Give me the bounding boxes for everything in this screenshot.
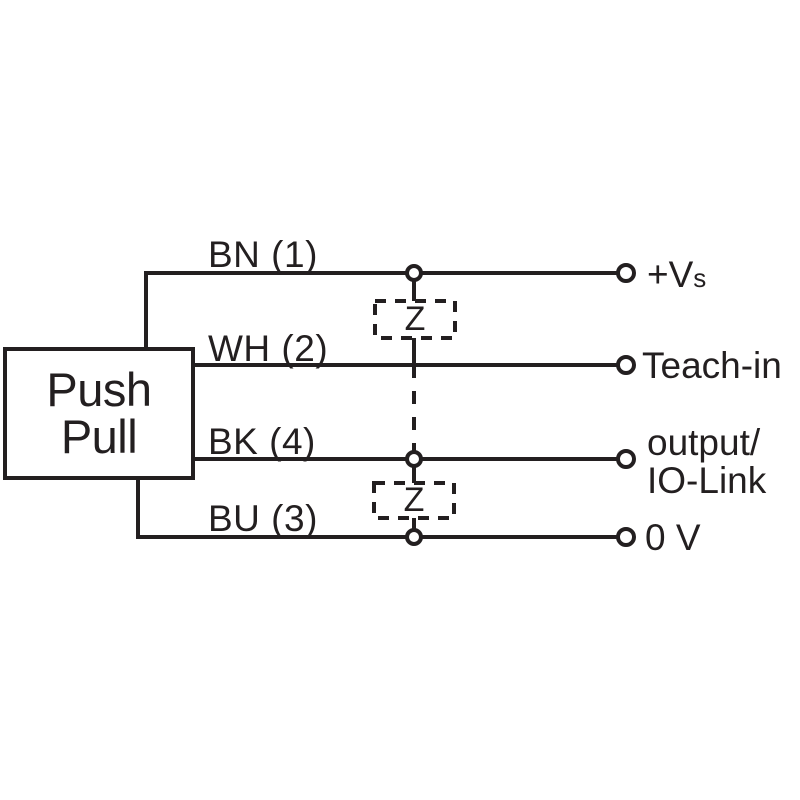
terminal-label-output-io-link: output/ IO-Link xyxy=(647,424,766,499)
terminal-node-output-io-link xyxy=(616,449,636,469)
terminal-label-plus-vs-subscript: s xyxy=(693,263,707,293)
junction-node-bu xyxy=(405,528,423,546)
wire-label-bk: BK (4) xyxy=(208,421,316,462)
wire-label-bu: BU (3) xyxy=(208,498,318,539)
wire-bu xyxy=(136,478,619,539)
terminal-label-plus-vs-base: +V xyxy=(647,254,694,295)
terminal-label-teach-in: Teach-in xyxy=(642,345,782,386)
junction-node-bk xyxy=(405,450,423,468)
suppressor-box-lower xyxy=(372,481,456,520)
terminal-node-plus-vs xyxy=(616,263,636,283)
terminal-node-0v xyxy=(616,527,636,547)
push-pull-device-box xyxy=(3,347,195,480)
terminal-node-teach-in xyxy=(616,355,636,375)
suppressor-box-upper xyxy=(373,299,457,340)
wire-bn xyxy=(144,271,619,349)
junction-node-bn xyxy=(405,264,423,282)
wire-label-bn: BN (1) xyxy=(208,234,318,275)
suppressor-label-upper: Z xyxy=(404,300,426,338)
terminal-label-plus-vs: +Vs xyxy=(647,256,706,293)
terminal-label-0v: 0 V xyxy=(645,517,701,558)
terminal-label-output-line-1: output/ xyxy=(647,422,761,463)
suppressor-label-lower: Z xyxy=(403,481,425,519)
device-block-label: Push Pull xyxy=(5,349,193,478)
device-label-line-2: Pull xyxy=(60,409,138,463)
wire-label-wh: WH (2) xyxy=(208,328,329,369)
device-label-line-1: Push xyxy=(46,363,152,417)
terminal-label-output-line-2: IO-Link xyxy=(647,459,767,501)
